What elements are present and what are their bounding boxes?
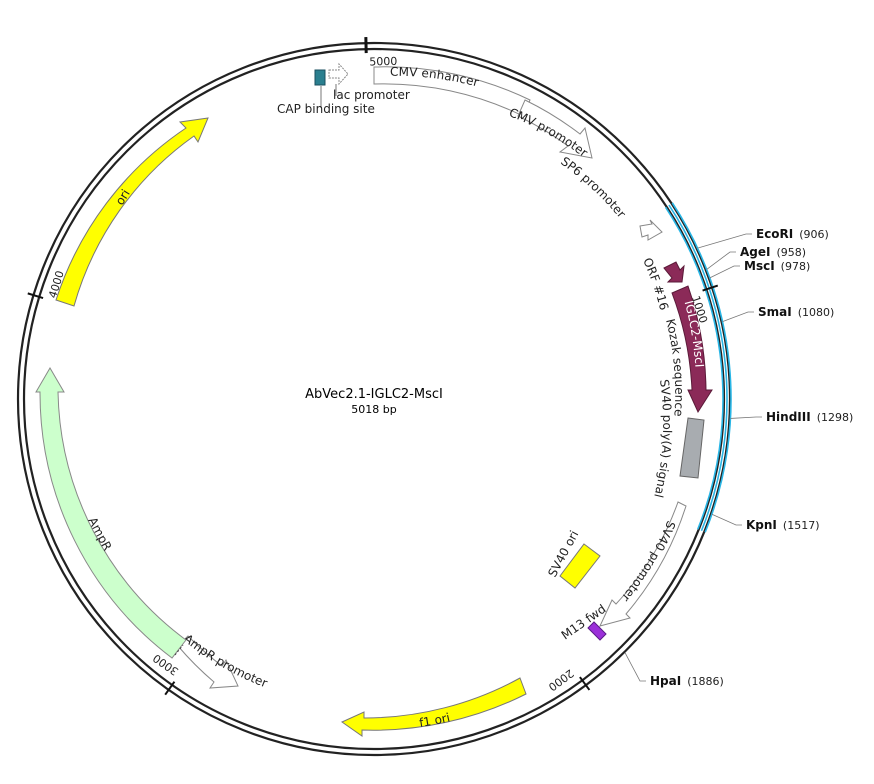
site-leader-line xyxy=(711,513,742,526)
site-leader-line xyxy=(697,233,752,249)
plasmid-name: AbVec2.1-IGLC2-MscI xyxy=(305,387,443,402)
cap-binding-site-label: CAP binding site xyxy=(277,102,375,116)
backbone-inner-ring xyxy=(22,47,726,751)
tick-mark xyxy=(27,292,44,299)
cmv-promoter-arrow[interactable] xyxy=(517,99,593,159)
site-name: HindIII xyxy=(766,410,811,424)
orf16-arrow[interactable] xyxy=(663,261,685,283)
f1-ori-label: f1 ori xyxy=(418,710,451,730)
tick-mark xyxy=(164,681,176,696)
site-position: (1080) xyxy=(798,306,835,319)
site-leader-line xyxy=(706,251,736,270)
site-leader-line xyxy=(624,652,646,682)
sp6-promoter-arrow[interactable] xyxy=(639,219,663,241)
site-position: (1298) xyxy=(817,411,854,424)
site-kpni[interactable]: KpnI (1517) xyxy=(711,513,820,532)
insert-region-arc xyxy=(664,202,732,533)
ampr-arrow[interactable] xyxy=(35,367,187,659)
site-name: KpnI xyxy=(746,518,777,532)
sv40-polya-label: SV40 poly(A) signal xyxy=(651,379,674,500)
tick-mark xyxy=(702,284,719,292)
f1-ori-arrow[interactable] xyxy=(340,677,527,737)
m13-fwd-arrow[interactable] xyxy=(587,621,607,641)
site-name: HpaI xyxy=(650,674,681,688)
site-name: MscI xyxy=(744,259,775,273)
tick-label: 3000 xyxy=(151,651,181,678)
restriction-sites: EcoRI (906) AgeI (958)MscI (978) SmaI (1080) Hi… xyxy=(624,227,853,688)
insert-arc-line xyxy=(668,204,728,532)
tick-label: 2000 xyxy=(546,666,576,693)
sp6-promoter-label: SP6 promoter xyxy=(558,154,628,221)
site-msci[interactable]: MscI (978) xyxy=(709,259,811,279)
sv40-promoter-arrow[interactable] xyxy=(599,501,687,627)
site-name: EcoRI xyxy=(756,227,793,241)
site-position: (1886) xyxy=(687,675,724,688)
ori-arrow[interactable] xyxy=(55,117,209,307)
lac-promoter-arrow[interactable] xyxy=(328,62,349,86)
insert-arc-line xyxy=(671,202,732,533)
site-position: (958) xyxy=(776,246,806,259)
tick-label: 5000 xyxy=(369,55,397,69)
site-leader-line xyxy=(709,265,740,279)
site-position: (1517) xyxy=(783,519,820,532)
site-name: SmaI xyxy=(758,305,792,319)
tick-marks xyxy=(27,37,719,696)
site-leader-line xyxy=(722,311,754,322)
iglc2-mscI-arrow[interactable] xyxy=(671,285,713,414)
lac-promoter-label: lac promoter xyxy=(333,88,410,102)
plasmid-length: 5018 bp xyxy=(351,403,396,416)
backbone-outer-ring xyxy=(16,41,732,757)
sv40-ori-box[interactable] xyxy=(559,543,601,589)
insert-arc-line xyxy=(664,206,724,530)
cap-binding-site-box[interactable] xyxy=(314,69,326,86)
site-position: (906) xyxy=(799,228,829,241)
ampr-promoter-arrow[interactable] xyxy=(177,635,239,689)
site-position: (978) xyxy=(781,260,811,273)
site-name: AgeI xyxy=(740,245,770,259)
sv40-polya-box[interactable] xyxy=(679,417,705,479)
orf16-label: ORF #16 xyxy=(640,256,671,312)
tick-mark xyxy=(579,676,591,691)
site-agei[interactable]: AgeI (958) xyxy=(706,245,806,270)
site-hpai[interactable]: HpaI (1886) xyxy=(624,652,724,688)
sv40-promoter-label: SV40 promoter xyxy=(619,519,678,605)
site-ecori[interactable]: EcoRI (906) xyxy=(697,227,829,249)
site-hindiii[interactable]: HindIII (1298) xyxy=(730,410,853,424)
site-smai[interactable]: SmaI (1080) xyxy=(722,305,835,322)
site-leader-line xyxy=(730,416,762,419)
